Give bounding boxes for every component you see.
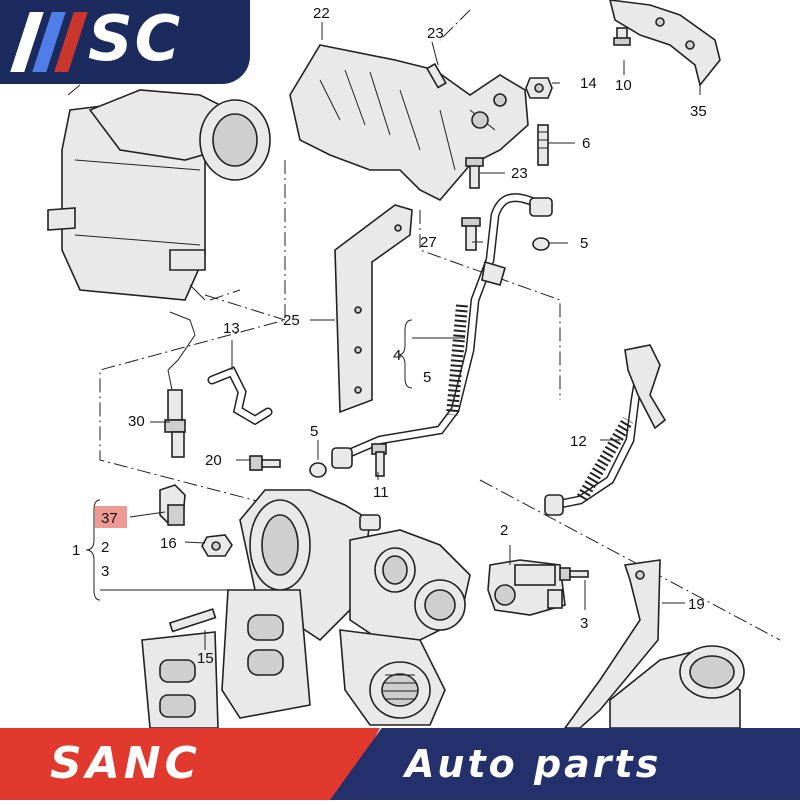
oil-pipe	[331, 193, 553, 469]
callout-6: 6	[582, 135, 590, 152]
callout-12: 12	[570, 433, 587, 450]
wastegate-actuator	[487, 559, 566, 616]
callout-2: 2	[500, 522, 508, 539]
brand-logo: SC	[0, 0, 250, 84]
callout-35: 35	[690, 103, 707, 120]
callout-1: 1	[72, 542, 80, 559]
banner-left-panel	[0, 728, 380, 800]
callout-23-lower: 23	[511, 165, 528, 182]
callout-13: 13	[223, 320, 240, 337]
callout-16: 16	[160, 535, 177, 552]
callout-19: 19	[688, 596, 705, 613]
callout-1-item-2: 2	[101, 539, 109, 556]
callout-10: 10	[615, 77, 632, 94]
manifold-flange	[221, 589, 311, 719]
callout-11: 11	[373, 484, 389, 501]
bolt-23-top	[425, 62, 447, 89]
banner-tagline: Auto parts	[405, 742, 662, 786]
callout-labels: 22 23 14 10 35 6 23 27 5 25 13 4 5 30 5 …	[72, 5, 707, 667]
nut-14	[525, 77, 553, 99]
callout-25: 25	[283, 312, 300, 329]
bracket-4-group	[397, 319, 413, 389]
intake-pipe	[609, 645, 745, 729]
footer-banner: SANC Auto parts	[0, 728, 800, 800]
coolant-hose	[544, 344, 667, 516]
banner-brand: SANC	[50, 738, 201, 789]
bolt-10	[613, 27, 631, 46]
bracket-1-group	[85, 499, 101, 601]
stud-6	[537, 124, 549, 166]
vacuum-hose	[207, 366, 273, 426]
callout-5-group: 5	[423, 369, 431, 386]
boost-pressure-sensor	[159, 484, 186, 526]
bolt-27	[461, 217, 481, 251]
catalytic-converter	[47, 84, 271, 301]
bolt-3	[559, 567, 589, 581]
banner-right-panel	[330, 728, 800, 800]
callout-leaders	[129, 22, 701, 650]
gasket	[141, 631, 219, 729]
callout-23: 23	[427, 25, 444, 42]
nut-16	[201, 534, 233, 557]
bolt-11	[371, 443, 387, 477]
bolt-20	[249, 455, 281, 471]
callout-3: 3	[580, 615, 588, 632]
callout-22: 22	[313, 5, 330, 22]
callout-37: 37	[101, 510, 118, 527]
logo-text: SC	[88, 2, 183, 75]
heat-shield	[289, 44, 529, 201]
heat-shield-plate	[334, 204, 413, 414]
washer-5	[532, 237, 550, 251]
stud-15	[168, 608, 217, 633]
washer-5-lower	[309, 462, 327, 478]
callout-4: 4	[393, 347, 401, 364]
callout-27: 27	[420, 234, 437, 251]
callout-14: 14	[580, 75, 597, 92]
turbocharger	[239, 489, 471, 726]
callout-15: 15	[197, 650, 214, 667]
callout-30: 30	[128, 413, 145, 430]
leader-line	[204, 294, 286, 321]
bolt-23	[465, 157, 484, 189]
callout-20: 20	[205, 452, 222, 469]
oxygen-sensor	[164, 311, 196, 458]
part-37-highlight	[95, 506, 127, 528]
callout-5: 5	[580, 235, 588, 252]
callout-5-washer: 5	[310, 423, 318, 440]
callout-1-item-3: 3	[101, 563, 109, 580]
